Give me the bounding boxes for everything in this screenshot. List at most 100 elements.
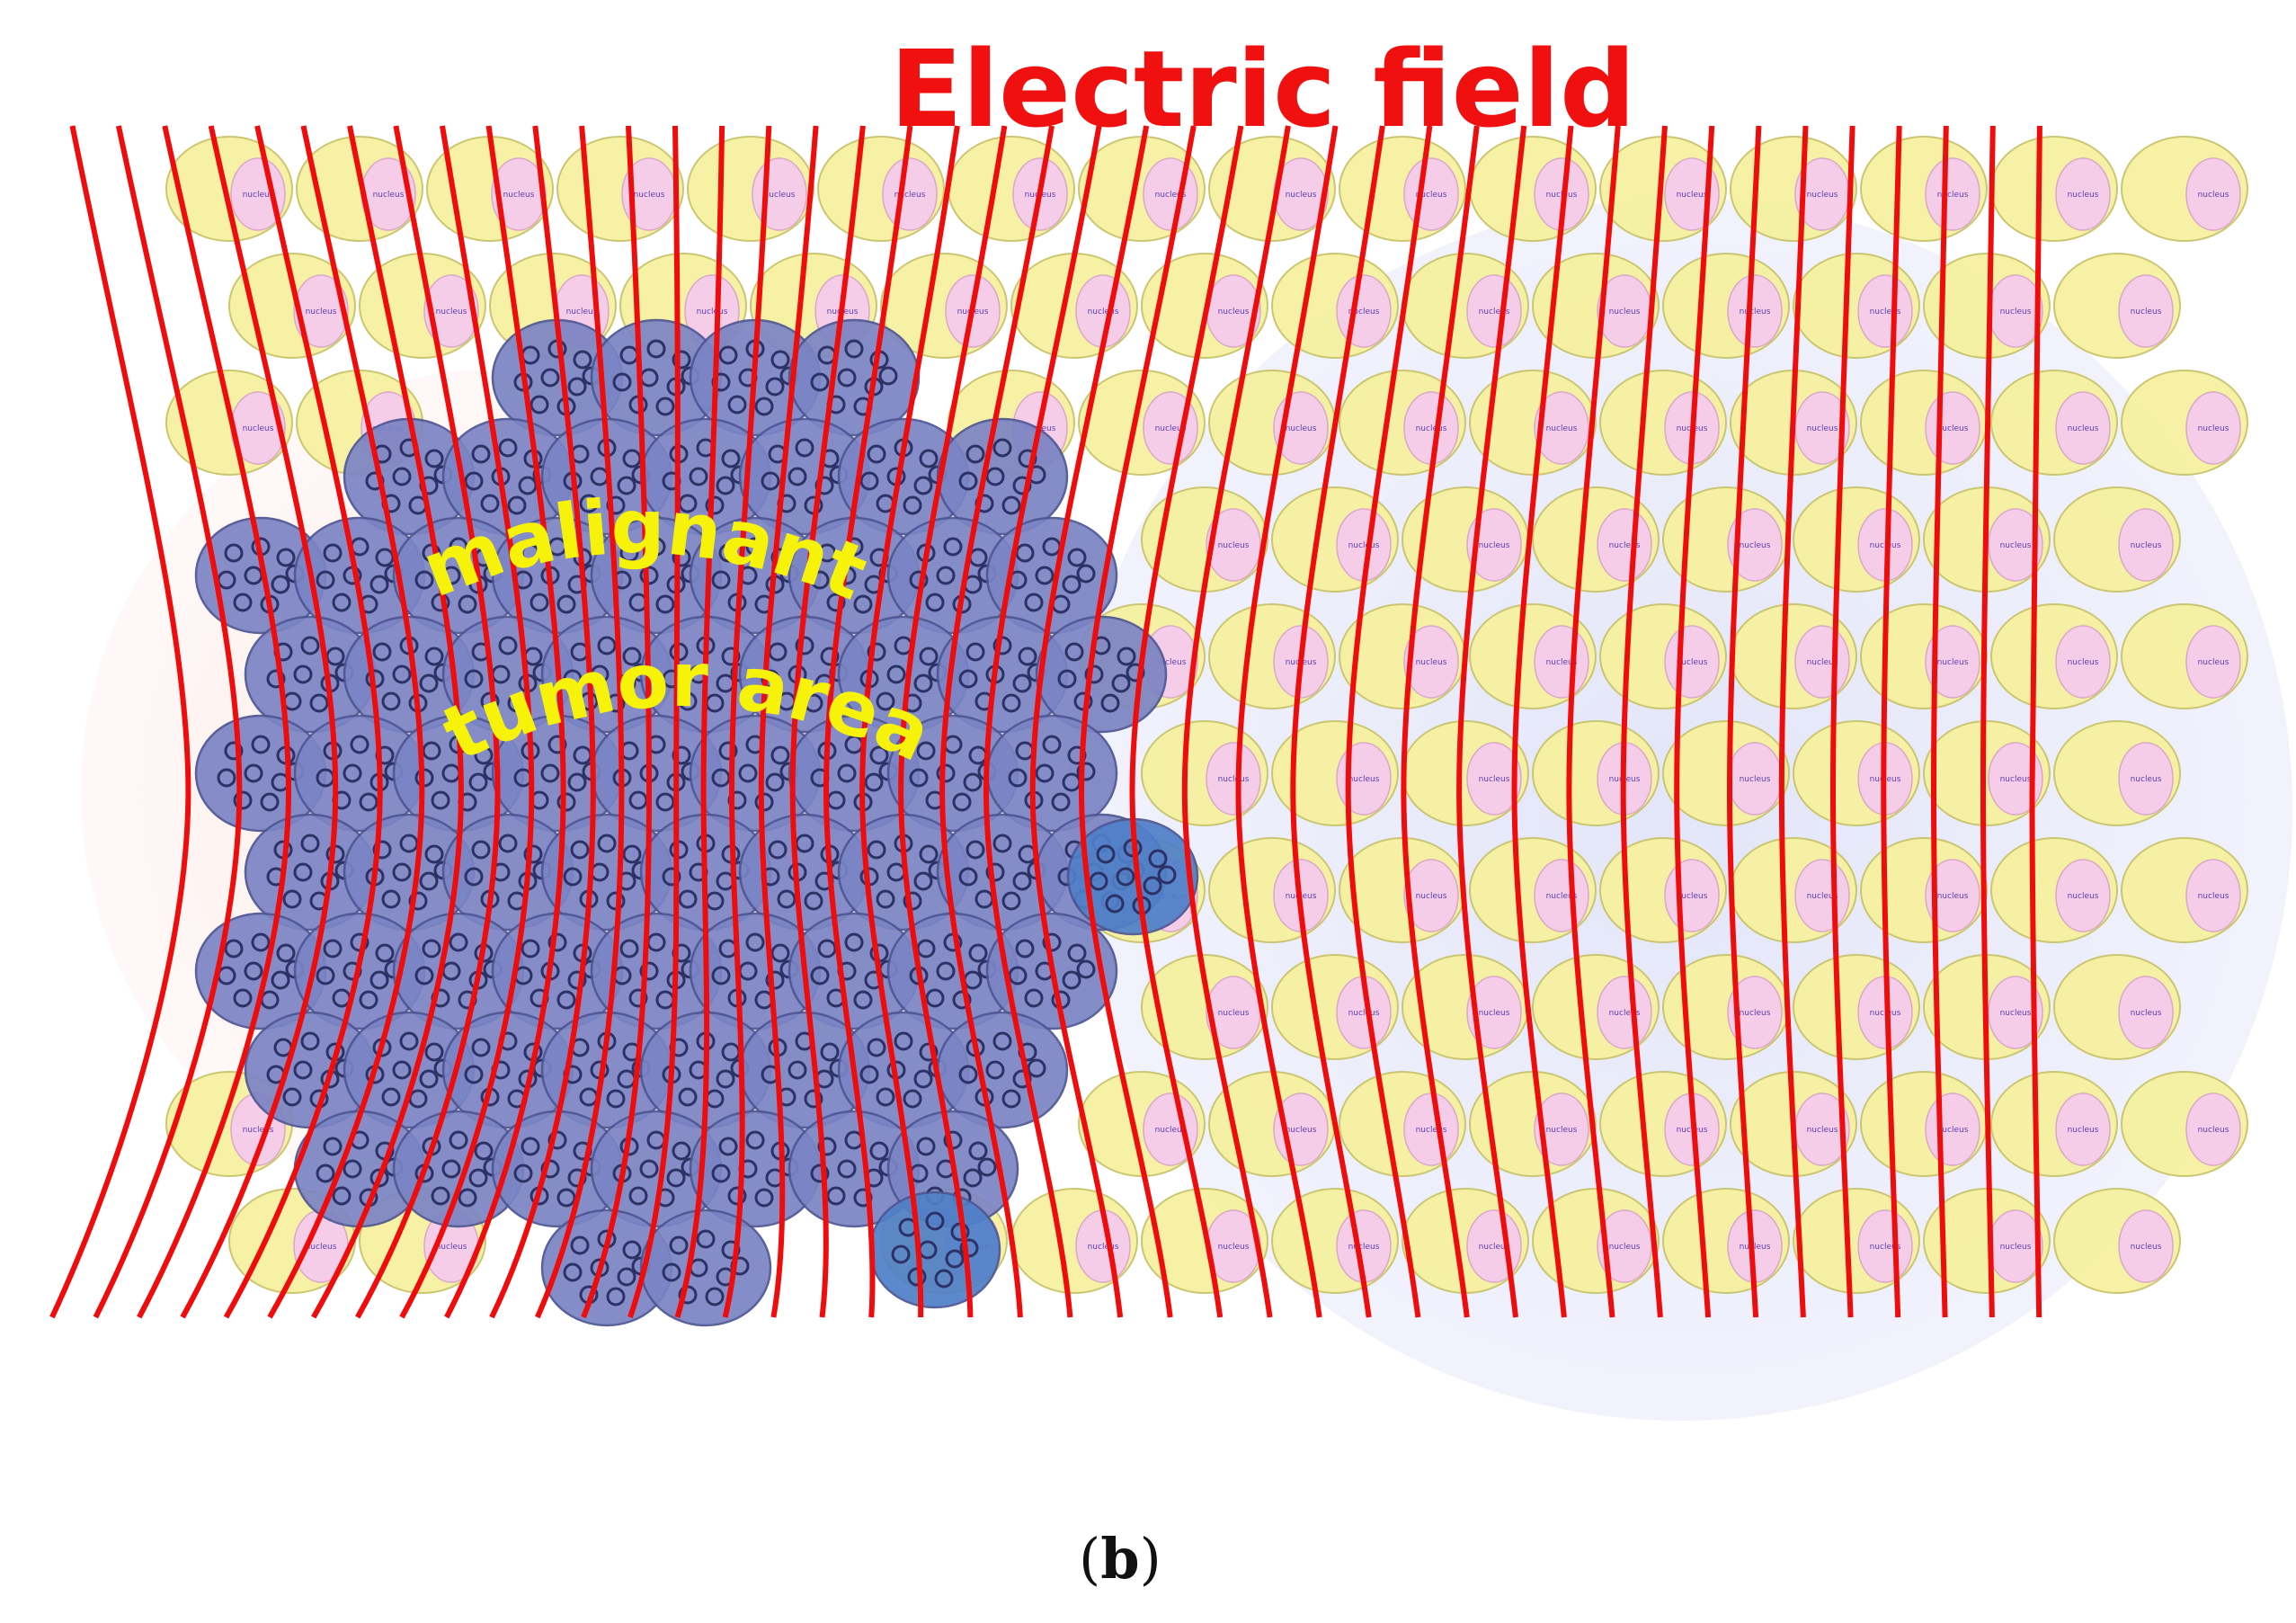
nucleus-label: nucleus xyxy=(1218,775,1250,784)
healthy-cell: nucleus xyxy=(1271,253,1399,359)
healthy-cell: nucleus xyxy=(1662,1188,1790,1294)
field-line xyxy=(1181,125,1291,1318)
healthy-cell: nucleus xyxy=(1208,603,1336,709)
healthy-cell: nucleus xyxy=(1662,720,1790,826)
nucleus-label: nucleus xyxy=(1348,308,1380,317)
nucleus-label: nucleus xyxy=(1740,308,1771,317)
healthy-cell: nucleus xyxy=(1860,837,1988,943)
nucleus-label: nucleus xyxy=(306,308,337,317)
healthy-cell: nucleus xyxy=(228,253,356,359)
healthy-cell: nucleus xyxy=(1662,954,1790,1060)
healthy-cell: nucleus xyxy=(1793,954,1920,1060)
healthy-cell: nucleus xyxy=(1990,837,2118,943)
healthy-cell: nucleus xyxy=(1860,603,1988,709)
healthy-cell: nucleus xyxy=(1923,720,2051,826)
healthy-cell: nucleus xyxy=(1271,486,1399,593)
healthy-cell: nucleus xyxy=(1469,136,1597,242)
healthy-cell: nucleus xyxy=(1141,486,1268,593)
nucleus-label: nucleus xyxy=(503,191,535,200)
nucleus-label: nucleus xyxy=(1155,658,1187,667)
healthy-cell: nucleus xyxy=(1208,136,1336,242)
nucleus-label: nucleus xyxy=(2131,308,2162,317)
healthy-cell: nucleus xyxy=(1469,370,1597,476)
field-line xyxy=(1290,125,1385,1318)
healthy-cell: nucleus xyxy=(1532,720,1660,826)
field-line xyxy=(581,125,653,1319)
nucleus-label: nucleus xyxy=(1286,191,1317,200)
healthy-cell: nucleus xyxy=(1010,1188,1138,1294)
field-line xyxy=(444,125,566,1319)
nucleus-label: nucleus xyxy=(1740,1009,1771,1018)
nucleus-label: nucleus xyxy=(1479,1009,1510,1018)
nucleus-label: nucleus xyxy=(2068,658,2099,667)
field-line xyxy=(355,125,501,1319)
nucleus-label: nucleus xyxy=(1807,424,1838,433)
healthy-cell: nucleus xyxy=(1793,1188,1920,1294)
healthy-cell: nucleus xyxy=(1860,370,1988,476)
field-line xyxy=(93,125,243,1319)
tumor-cell xyxy=(491,912,624,1030)
healthy-cell: nucleus xyxy=(2053,954,2181,1060)
healthy-cell: nucleus xyxy=(1532,1188,1660,1294)
healthy-cell: nucleus xyxy=(1990,370,2118,476)
field-line xyxy=(1620,125,1668,1318)
nucleus-label: nucleus xyxy=(1937,1126,1969,1135)
field-line xyxy=(1511,125,1574,1318)
nucleus-label: nucleus xyxy=(1088,1243,1119,1252)
healthy-cell: nucleus xyxy=(1402,720,1529,826)
nucleus-label: nucleus xyxy=(2131,541,2162,550)
nucleus-label: nucleus xyxy=(1609,1243,1641,1252)
tumor-cell xyxy=(590,318,723,437)
field-line xyxy=(1456,125,1527,1318)
field-line xyxy=(1345,125,1433,1318)
healthy-cell: nucleus xyxy=(2121,136,2248,242)
field-line xyxy=(180,125,339,1319)
nucleus-label: nucleus xyxy=(1546,1126,1578,1135)
diagram-title: Electric field xyxy=(890,27,1636,151)
field-line xyxy=(859,125,960,1318)
healthy-cell: nucleus xyxy=(1990,603,2118,709)
healthy-cell: nucleus xyxy=(1793,253,1920,359)
field-line xyxy=(1566,125,1621,1318)
healthy-cell: nucleus xyxy=(2053,486,2181,593)
healthy-cell: nucleus xyxy=(1662,253,1790,359)
nucleus-label: nucleus xyxy=(1155,191,1187,200)
healthy-cell: nucleus xyxy=(687,136,814,242)
tumor-cell xyxy=(689,516,822,635)
field-line xyxy=(1029,125,1150,1318)
nucleus-label: nucleus xyxy=(1218,541,1250,550)
tumor-cell xyxy=(788,318,921,437)
healthy-cell: nucleus xyxy=(1339,837,1466,943)
field-line xyxy=(1980,125,1996,1318)
caption-letter: b xyxy=(1100,1526,1139,1592)
nucleus-label: nucleus xyxy=(1609,541,1641,550)
nucleus-label: nucleus xyxy=(2000,541,2032,550)
field-line xyxy=(1674,125,1715,1318)
nucleus-label: nucleus xyxy=(1479,1243,1510,1252)
healthy-cell: nucleus xyxy=(1730,136,1857,242)
tumor-cell xyxy=(392,1110,525,1228)
nucleus-label: nucleus xyxy=(1609,1009,1641,1018)
healthy-cell: nucleus xyxy=(1078,370,1206,476)
healthy-cell: nucleus xyxy=(1141,720,1268,826)
field-line xyxy=(939,125,1055,1318)
field-line xyxy=(983,125,1102,1318)
nucleus-label: nucleus xyxy=(1416,892,1447,901)
nucleus-label: nucleus xyxy=(1348,1243,1380,1252)
nucleus-label: nucleus xyxy=(697,308,728,317)
nucleus-label: nucleus xyxy=(2198,191,2229,200)
healthy-cell: nucleus xyxy=(1599,603,1727,709)
field-line xyxy=(898,125,1008,1318)
tumor-cell xyxy=(985,516,1118,635)
nucleus-label: nucleus xyxy=(2198,892,2229,901)
healthy-cell: nucleus xyxy=(1990,136,2118,242)
field-line xyxy=(399,125,535,1319)
field-line xyxy=(267,125,425,1319)
nucleus-label: nucleus xyxy=(1937,424,1969,433)
field-line xyxy=(489,125,596,1319)
healthy-cell: nucleus xyxy=(1990,1071,2118,1177)
healthy-cell: nucleus xyxy=(1339,603,1466,709)
nucleus-label: nucleus xyxy=(1155,424,1187,433)
nucleus-label: nucleus xyxy=(764,191,796,200)
